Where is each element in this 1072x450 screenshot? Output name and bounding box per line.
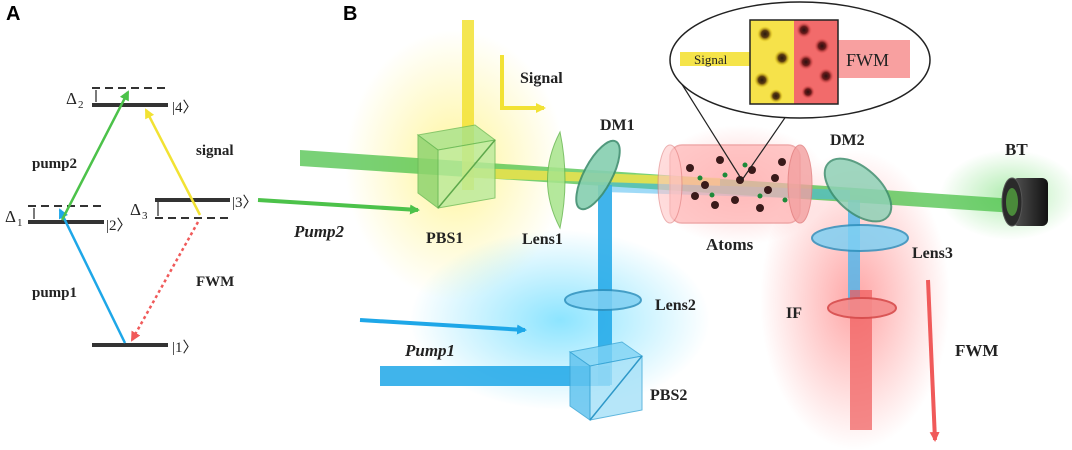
dm2-label: DM2 (830, 132, 865, 149)
lens3 (811, 224, 909, 252)
bt-detector (1001, 177, 1048, 227)
level-4-label: |4〉 (172, 99, 198, 116)
atoms-label: Atoms (706, 235, 754, 254)
pump2-transition (60, 90, 130, 221)
pump1-transition (58, 208, 127, 344)
panel-b-label: B (343, 3, 357, 25)
inset-pointer-left (677, 77, 743, 181)
inset-magnifier: Signal FWM (669, 1, 931, 119)
fwm-output-arrow (926, 279, 940, 442)
delta3-subscript: 3 (142, 210, 148, 222)
pbs2-cube (568, 341, 644, 421)
dm2-mirror (823, 157, 893, 223)
signal-label: signal (196, 143, 234, 159)
atoms-cell (657, 144, 813, 224)
pump1-component-label: Pump1 (404, 341, 455, 360)
lens3-label: Lens3 (912, 245, 953, 262)
pump2-component-label: Pump2 (293, 222, 345, 241)
level-2-label: |2〉 (106, 217, 132, 234)
pbs1-cube (416, 124, 497, 209)
pump1-label: pump1 (32, 285, 77, 301)
panel-a-label: A (6, 3, 20, 25)
pbs2-label: PBS2 (650, 387, 687, 404)
fwm-transition (130, 221, 200, 342)
fwm-label: FWM (196, 274, 234, 290)
if-filter (827, 297, 897, 319)
signal-component-label: Signal (520, 70, 563, 87)
bt-label: BT (1005, 140, 1028, 159)
lens1 (547, 130, 566, 230)
delta2-symbol: Δ (66, 89, 77, 108)
inset-signal-label: Signal (694, 52, 728, 67)
pump1-input-arrow (359, 318, 527, 335)
level-1-label: |1〉 (172, 339, 198, 356)
pump1-horizontal-beam (380, 366, 610, 386)
dm1-label: DM1 (600, 117, 635, 134)
energy-level-diagram: |1〉 |2〉 |3〉 |4〉 Δ 1 Δ 2 Δ 3 pump2 signal… (5, 87, 258, 356)
delta1-symbol: Δ (5, 207, 16, 226)
if-label: IF (786, 305, 802, 322)
delta3-symbol: Δ (130, 200, 141, 219)
experimental-setup: Signal FWM Signal Pump2 PBS1 Lens1 DM1 A… (257, 1, 1072, 450)
lens2 (564, 289, 642, 311)
signal-input-arrow (500, 55, 546, 113)
inset-fwm-label: FWM (846, 50, 889, 70)
fwm-output-beam (850, 290, 872, 430)
pump2-input-arrow (257, 198, 420, 215)
dm1-mirror (575, 139, 621, 211)
delta1-subscript: 1 (17, 217, 23, 229)
pump1-vertical-beam (598, 185, 612, 385)
lens2-label: Lens2 (655, 297, 696, 314)
level-3-label: |3〉 (232, 194, 258, 211)
pbs1-label: PBS1 (426, 230, 463, 247)
delta2-subscript: 2 (78, 99, 84, 111)
fwm-component-label: FWM (955, 341, 998, 360)
signal-transition (144, 108, 202, 216)
lens1-label: Lens1 (522, 231, 563, 248)
pump2-label: pump2 (32, 156, 77, 172)
